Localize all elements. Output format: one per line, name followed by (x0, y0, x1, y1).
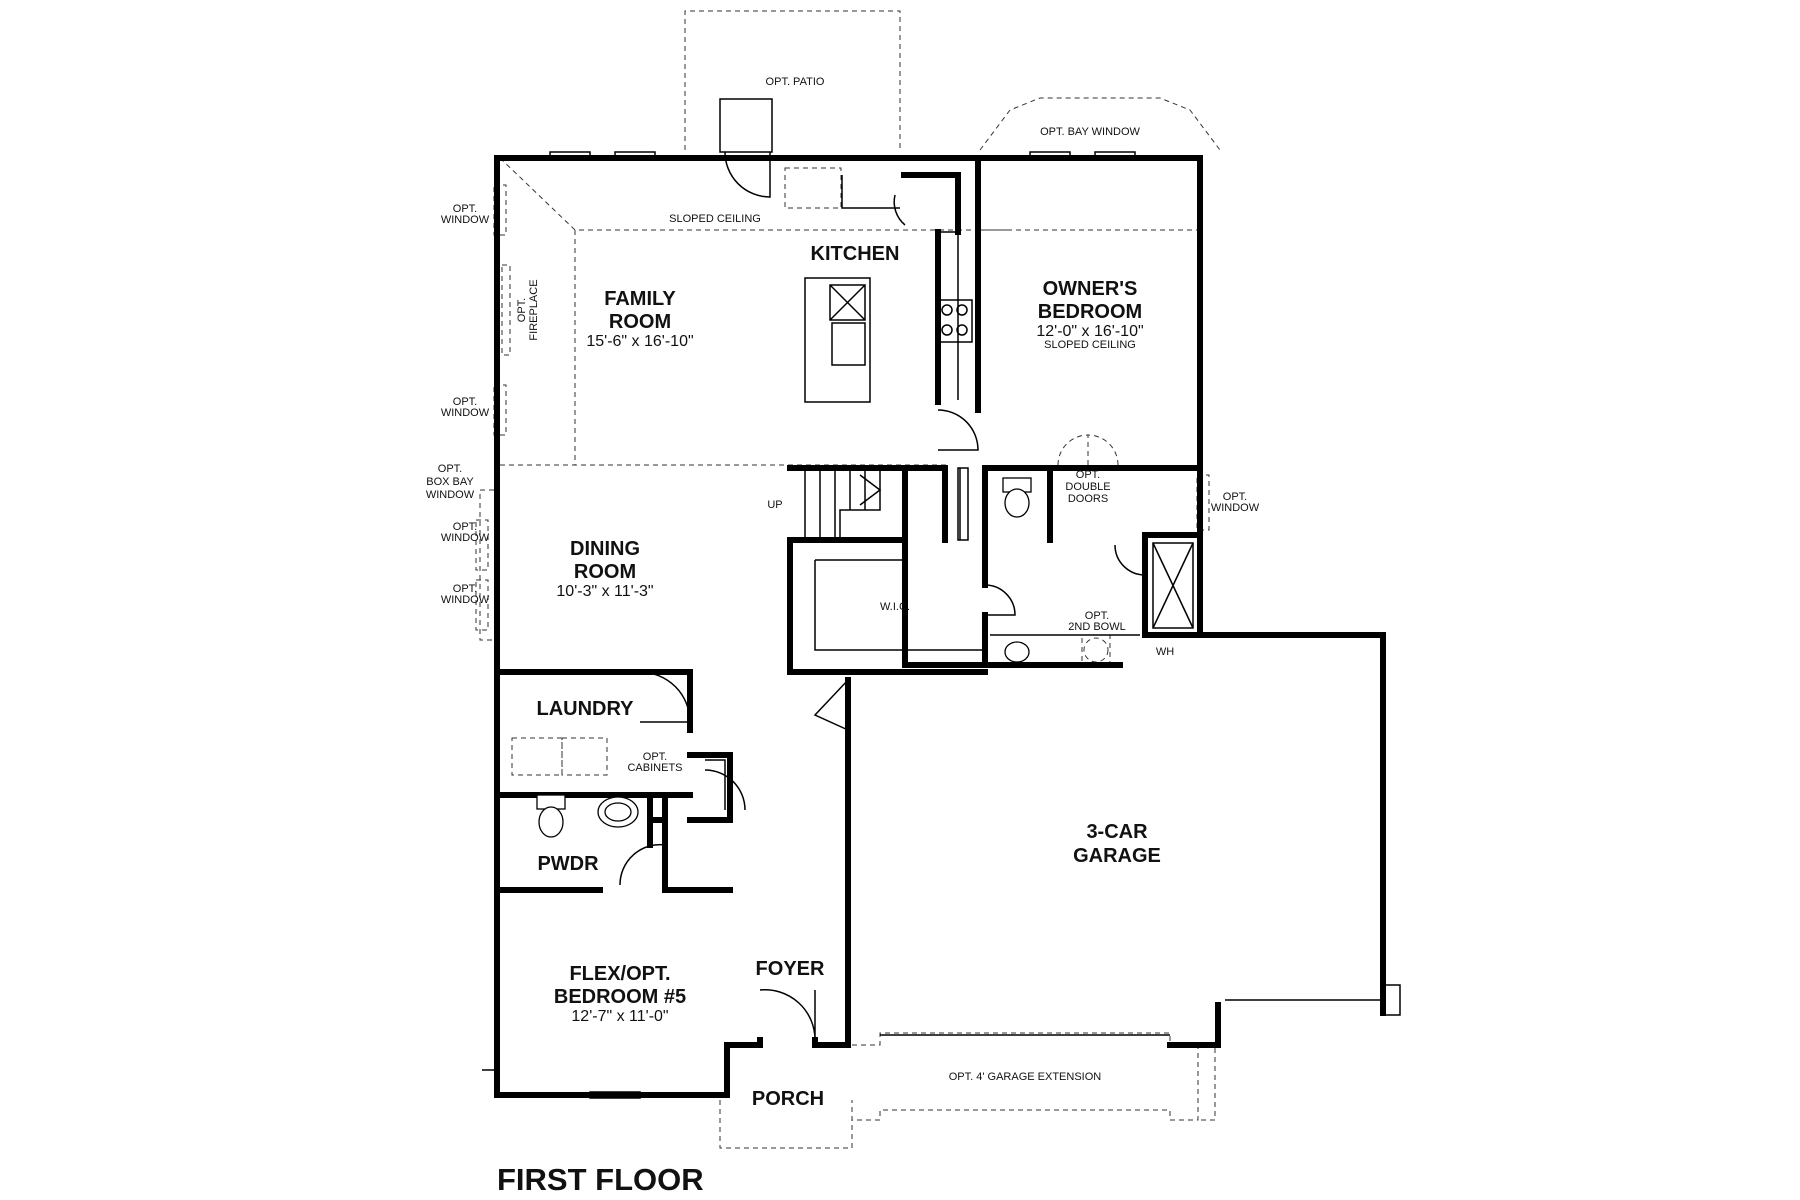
flex-label-2: BEDROOM #5 (554, 986, 686, 1008)
garage-extension-label: OPT. 4' GARAGE EXTENSION (949, 1071, 1102, 1083)
details (482, 98, 1401, 1099)
opt-window-3b: WINDOW (441, 532, 490, 544)
family-room-label-2: ROOM (609, 311, 671, 333)
cabinets-b: CABINETS (627, 762, 682, 774)
garage-label-1: 3-CAR (1086, 821, 1148, 843)
wic-label: W.I.C. (880, 601, 910, 613)
opt-window-5a: OPT. (1223, 491, 1247, 503)
cabinets-a: OPT. (643, 751, 667, 763)
double-doors-a: OPT. (1076, 469, 1100, 481)
double-doors-b: DOUBLE (1065, 481, 1110, 493)
pwdr-label: PWDR (537, 853, 599, 875)
garage-label-2: GARAGE (1073, 845, 1161, 867)
labels: OPT. PATIO OPT. BAY WINDOW SLOPED CEILIN… (426, 76, 1260, 1197)
opt-window-2b: WINDOW (441, 407, 490, 419)
dining-room-label-2: ROOM (574, 561, 636, 583)
second-bowl-b: 2ND BOWL (1068, 621, 1125, 633)
opt-window-1b: WINDOW (441, 214, 490, 226)
up-label: UP (767, 499, 782, 511)
opt-fireplace-b: FIREPLACE (528, 279, 540, 340)
opt-fireplace-a: OPT. (516, 298, 528, 322)
owners-bedroom-label-1: OWNER'S (1043, 278, 1138, 300)
owners-bedroom-label-2: BEDROOM (1038, 301, 1142, 323)
floor-title: FIRST FLOOR (497, 1162, 704, 1197)
opt-window-4b: WINDOW (441, 594, 490, 606)
dining-room-size: 10'-3" x 11'-3" (556, 583, 653, 600)
patio-label: OPT. PATIO (766, 76, 825, 88)
porch-label: PORCH (752, 1088, 824, 1110)
opt-window-1a: OPT. (453, 203, 477, 215)
laundry-label: LAUNDRY (536, 698, 634, 720)
flex-label-1: FLEX/OPT. (569, 963, 670, 985)
bay-window-label: OPT. BAY WINDOW (1040, 126, 1140, 138)
second-bowl-a: OPT. (1085, 610, 1109, 622)
kitchen-label: KITCHEN (811, 243, 900, 265)
opt-window-4a: OPT. (453, 583, 477, 595)
opt-window-3a: OPT. (453, 521, 477, 533)
dining-room-label-1: DINING (570, 538, 640, 560)
owners-bedroom-size: 12'-0" x 16'-10" (1036, 323, 1143, 340)
opt-window-2a: OPT. (453, 396, 477, 408)
wh-label: WH (1156, 646, 1174, 658)
family-room-size: 15'-6" x 16'-10" (586, 333, 693, 350)
flex-size: 12'-7" x 11'-0" (571, 1008, 668, 1025)
double-doors-c: DOORS (1068, 493, 1108, 505)
opt-window-5b: WINDOW (1211, 502, 1260, 514)
walls (494, 155, 1386, 1098)
owners-bedroom-note: SLOPED CEILING (1044, 339, 1136, 351)
family-room-label-1: FAMILY (604, 288, 676, 310)
foyer-label: FOYER (756, 958, 825, 980)
box-bay-b: BOX BAY (426, 476, 474, 488)
sloped-ceiling-label: SLOPED CEILING (669, 213, 761, 225)
box-bay-c: WINDOW (426, 489, 475, 501)
box-bay-a: OPT. (438, 463, 462, 475)
